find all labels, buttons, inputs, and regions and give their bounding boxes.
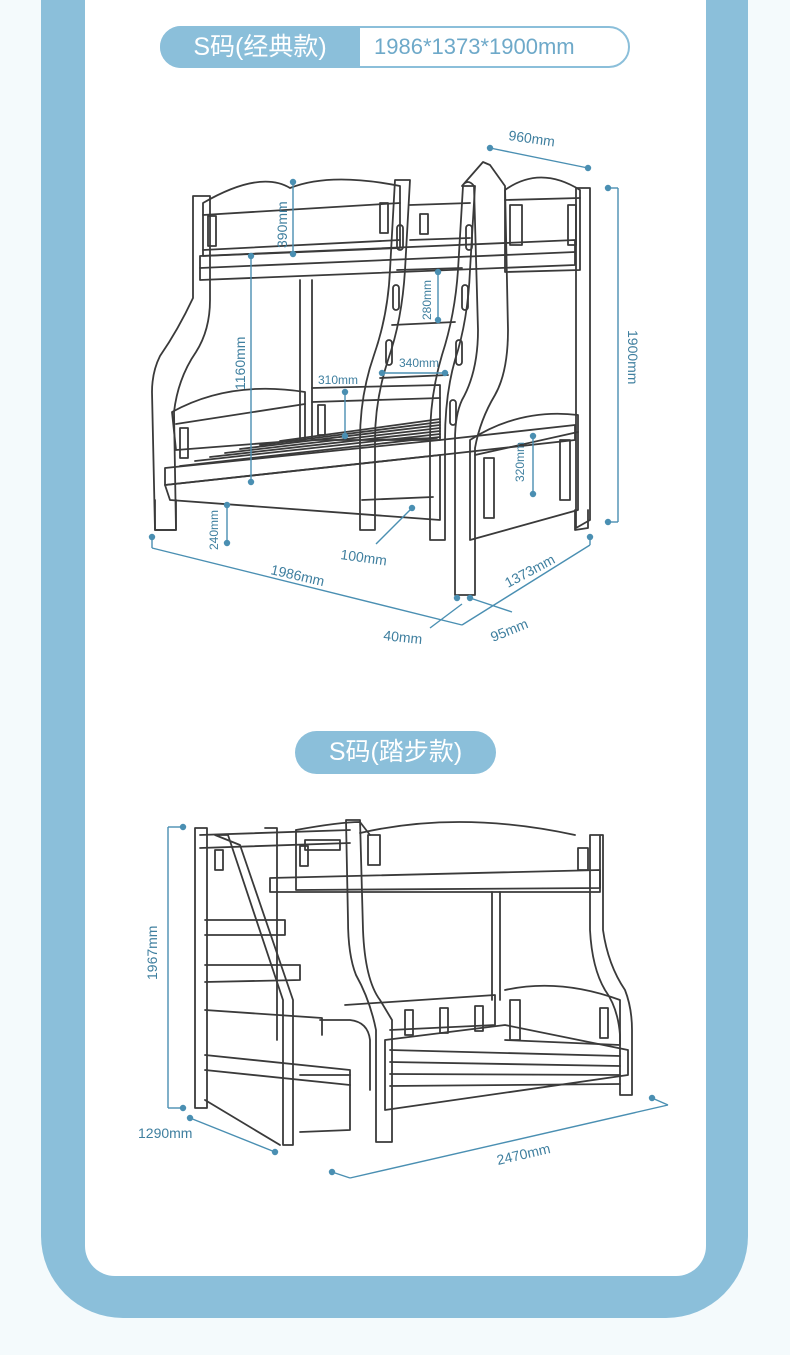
label-length-2: 2470mm	[495, 1140, 552, 1168]
label-step-gap: 280mm	[420, 280, 434, 320]
label-guard-height: 390mm	[274, 201, 290, 248]
bed-outline-2	[194, 819, 633, 1146]
section1-dimensions: 1986*1373*1900mm	[374, 34, 575, 59]
content-panel	[85, 0, 706, 1276]
dimension-lines	[148, 144, 619, 629]
bed-outline	[151, 161, 591, 596]
label-lower-guard: 320mm	[513, 442, 527, 482]
label-post-a: 40mm	[383, 627, 423, 647]
label-step-width: 340mm	[399, 356, 439, 370]
label-height-total-2: 1967mm	[144, 926, 160, 980]
section1-header: S码(经典款) 1986*1373*1900mm	[160, 26, 630, 68]
section1-title: S码(经典款)	[160, 26, 360, 68]
label-clearance: 1160mm	[232, 337, 248, 390]
dimension-labels-2: 1967mm 1290mm 2470mm	[138, 926, 552, 1168]
dimension-lines-2	[167, 823, 669, 1179]
label-leg-height: 240mm	[207, 510, 221, 550]
label-rail-length: 310mm	[318, 373, 358, 387]
label-step-offset: 100mm	[340, 546, 388, 568]
section2-title: S码(踏步款)	[295, 731, 496, 774]
bunk-bed-classic-diagram: 960mm 1900mm 390mm 1160mm 280mm 340mm 31…	[148, 127, 641, 647]
label-depth-top: 960mm	[508, 127, 556, 149]
label-height-total: 1900mm	[625, 330, 641, 384]
label-depth-2: 1290mm	[138, 1125, 192, 1141]
